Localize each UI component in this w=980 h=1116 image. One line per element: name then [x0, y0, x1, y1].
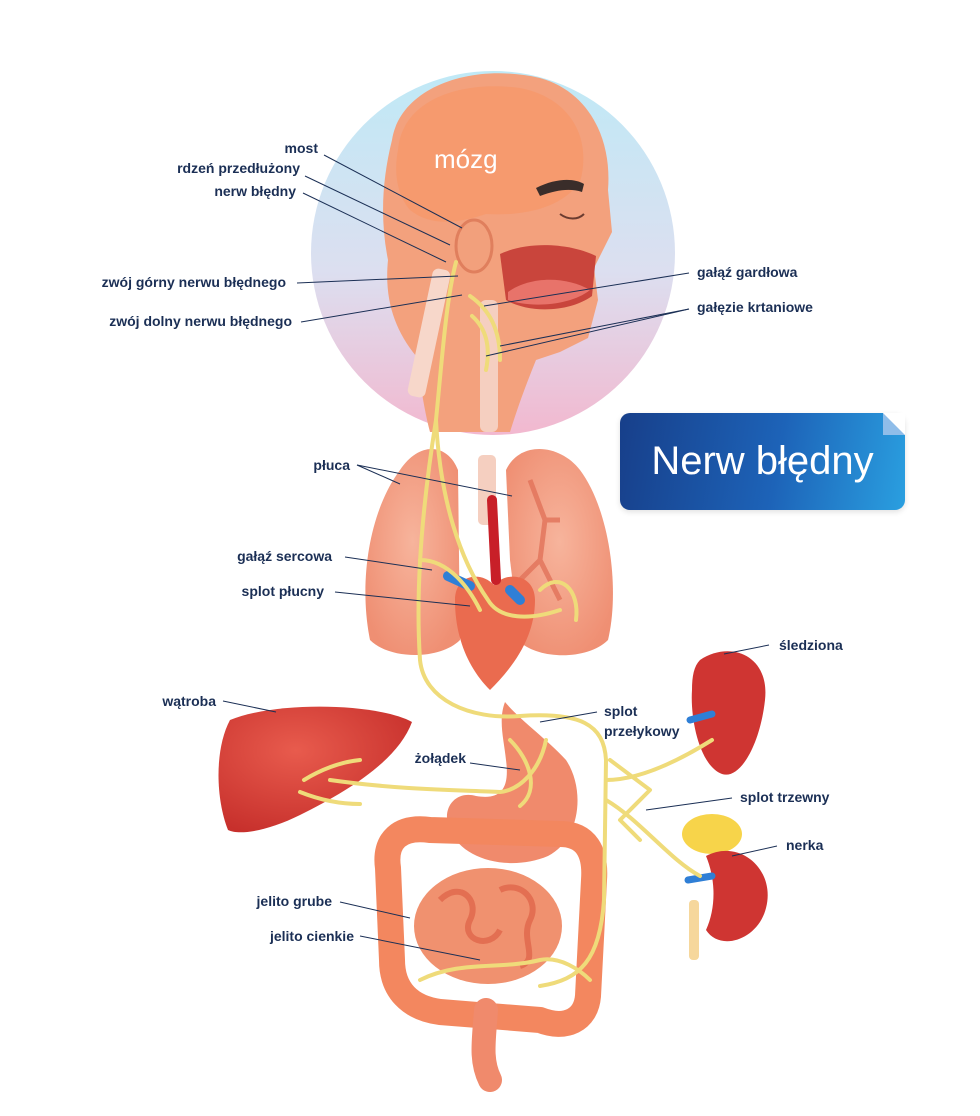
- ureter: [689, 900, 699, 960]
- heart: [455, 576, 535, 690]
- head-section: [311, 71, 675, 435]
- title-text: Nerw błędny: [651, 439, 874, 483]
- label-rdzen-przedluzony: rdzeń przedłużony: [177, 160, 300, 176]
- title-fold-corner: [883, 413, 905, 435]
- spleen: [691, 651, 766, 775]
- ear: [454, 218, 494, 274]
- label-splot-przelykowy-2: przełykowy: [604, 723, 680, 739]
- small-intestine: [414, 868, 562, 984]
- spleen-vessels: [686, 710, 716, 724]
- label-sledziona: śledziona: [779, 637, 843, 653]
- lungs: [365, 448, 613, 690]
- rectum: [471, 998, 502, 1092]
- liver: [218, 706, 412, 833]
- label-zoladek: żołądek: [414, 750, 466, 766]
- small-intestine-loops: [437, 884, 536, 969]
- bronchi: [518, 479, 563, 602]
- spinal-column: [407, 268, 451, 398]
- pulmonary-vessel-right: [505, 585, 525, 605]
- label-most: most: [284, 140, 318, 156]
- label-galaz-gardlowa: gałąź gardłowa: [697, 264, 798, 280]
- aorta: [487, 495, 501, 585]
- title-banner: Nerw błędny: [620, 413, 905, 510]
- label-jelito-grube: jelito grube: [256, 893, 332, 909]
- large-intestine: [374, 816, 608, 1037]
- label-watroba: wątroba: [162, 693, 216, 709]
- eyebrow: [536, 179, 584, 196]
- left-lung: [365, 448, 460, 655]
- adrenal-gland: [682, 814, 742, 854]
- label-splot-trzewny: splot trzewny: [740, 789, 830, 805]
- label-nerka: nerka: [786, 837, 824, 853]
- label-nerw-bledny: nerw błędny: [214, 183, 296, 199]
- label-galaz-sercowa: gałąź sercowa: [237, 548, 332, 564]
- label-pluca: płuca: [313, 457, 350, 473]
- label-zwoj-dolny: zwój dolny nerwu błędnego: [109, 313, 292, 329]
- label-splot-przelykowy-1: splot: [604, 703, 638, 719]
- label-zwoj-gorny: zwój górny nerwu błędnego: [101, 274, 286, 290]
- brain-label: mózg: [434, 144, 498, 174]
- kidney: [706, 850, 768, 942]
- label-splot-plucny: splot płucny: [241, 583, 324, 599]
- eye: [559, 213, 585, 220]
- label-galezie-krtaniowe: gałęzie krtaniowe: [697, 299, 813, 315]
- vagus-nerve: [298, 260, 714, 988]
- leader-lines: [222, 154, 778, 961]
- label-jelito-cienkie: jelito cienkie: [269, 928, 354, 944]
